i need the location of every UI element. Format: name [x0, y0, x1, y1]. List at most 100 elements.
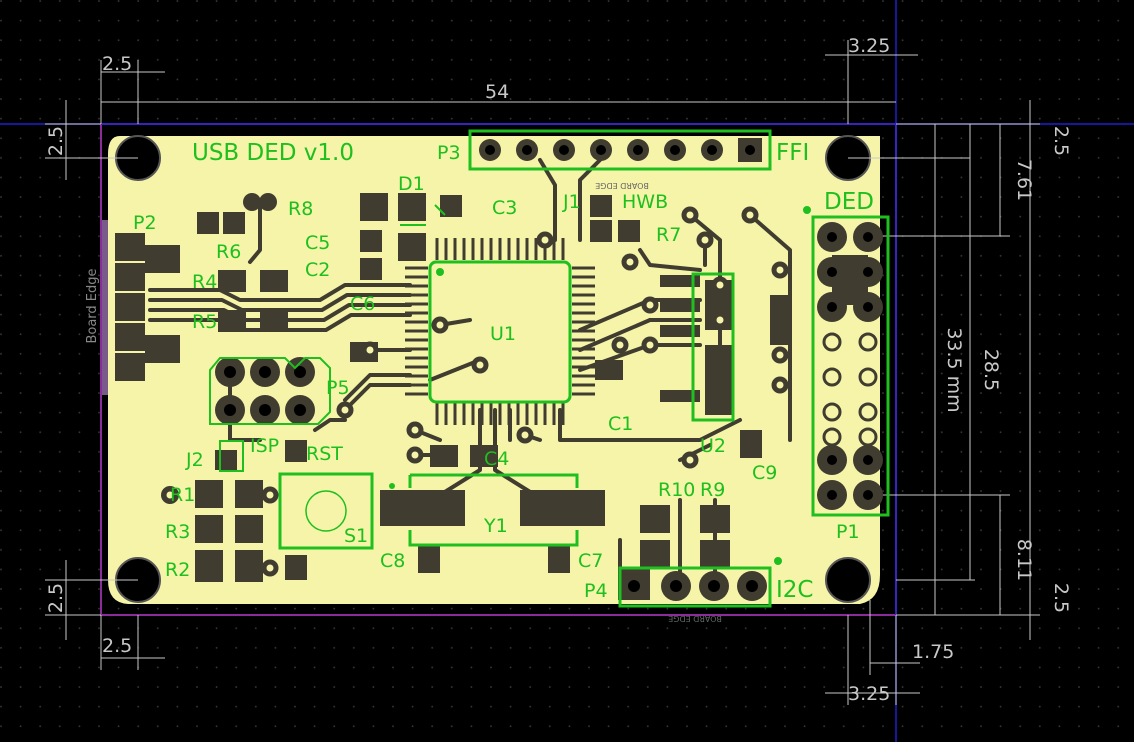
pad-c4-2 — [470, 445, 498, 467]
pad-r10-2 — [640, 540, 670, 568]
label-c1: C1 — [608, 413, 633, 435]
label-r3: R3 — [165, 521, 190, 543]
label-s1: S1 — [344, 525, 368, 547]
board-edge-top-label: BOARD EDGE — [595, 181, 649, 190]
label-p2: P2 — [133, 212, 157, 234]
pad-r6-1 — [197, 212, 219, 234]
silk-u2 — [691, 272, 735, 422]
silk-j2 — [219, 440, 244, 472]
ic-u1-outline — [428, 260, 572, 404]
silk-p3 — [468, 129, 772, 171]
dim-right-bottom-small: 2.5 — [1050, 583, 1072, 613]
pad-j1-1 — [590, 195, 612, 217]
pad-s1 — [285, 555, 307, 580]
pad-d1-2 — [398, 193, 426, 221]
silk-s1-button — [305, 490, 347, 532]
silk-s1 — [278, 472, 374, 550]
pad-p2-4 — [115, 323, 145, 351]
pad-p2-3 — [115, 293, 145, 321]
label-c6: C6 — [350, 293, 375, 315]
pad-r6-2 — [223, 212, 245, 234]
label-p3: P3 — [437, 142, 461, 164]
dim-left-top-offset: 2.5 — [45, 126, 67, 156]
pad-r5-1 — [218, 310, 246, 332]
board-edge-bottom-label: BOARD EDGE — [668, 614, 722, 623]
label-p1: P1 — [836, 521, 860, 543]
board-edge-left-label: Board Edge — [85, 268, 100, 343]
label-i2c: I2C — [776, 577, 813, 603]
pad-u2-l4 — [660, 390, 700, 402]
pad-p2-7 — [145, 335, 180, 363]
dim-right-top-offset: 3.25 — [848, 35, 890, 57]
pad-c5-2 — [398, 233, 426, 261]
pad-u2-right — [770, 295, 792, 345]
label-j2: J2 — [185, 449, 204, 471]
label-r2: R2 — [165, 559, 190, 581]
pad-r1-1 — [195, 480, 223, 508]
label-ffi: FFI — [776, 140, 809, 166]
dim-right-top-small: 2.5 — [1050, 126, 1072, 156]
pad-c5-1 — [360, 230, 382, 252]
silk-isp — [209, 357, 331, 425]
silkscreen-outlines — [209, 129, 890, 608]
pad-rst — [285, 440, 307, 462]
pad-r4-1 — [218, 270, 246, 292]
label-r1: R1 — [170, 484, 195, 506]
label-c4: C4 — [484, 448, 509, 470]
label-c3: C3 — [492, 197, 517, 219]
label-rst: RST — [306, 443, 343, 465]
dim-right-7-61: 7.61 — [1013, 159, 1035, 201]
label-r8: R8 — [288, 198, 313, 220]
silk-p4 — [618, 566, 772, 608]
label-r10: R10 — [658, 479, 695, 501]
pad-c9 — [740, 430, 762, 458]
dim-bottom-left-offset: 2.5 — [102, 635, 132, 657]
ic-u1 — [405, 238, 595, 425]
pad-r3-1 — [195, 515, 223, 543]
pad-p2-2 — [115, 263, 145, 291]
through-hole-pads — [161, 138, 883, 601]
pad-c4-1 — [430, 445, 458, 467]
label-p4: P4 — [584, 580, 608, 602]
label-ded: DED — [824, 189, 874, 215]
pad-r2-1 — [195, 550, 223, 582]
vias — [161, 206, 789, 577]
board-title: USB DED v1.0 — [192, 140, 354, 166]
label-c2: C2 — [305, 259, 330, 281]
pad-u2-center2 — [705, 345, 733, 415]
pad-j1-2 — [590, 220, 612, 242]
smd-pads — [115, 193, 792, 582]
dim-top-left-offset: 2.5 — [102, 53, 132, 75]
board-edge-left-bar — [102, 220, 108, 395]
pad-p2-6 — [145, 245, 180, 273]
pad-r2-2 — [235, 550, 263, 582]
pad-y1-1 — [380, 490, 465, 526]
label-c8: C8 — [380, 550, 405, 572]
label-u2: U2 — [700, 435, 726, 457]
pad-c2-1 — [360, 258, 382, 280]
pad-y1-2 — [520, 490, 605, 526]
label-r5: R5 — [192, 311, 217, 333]
pad-u2-l1 — [660, 275, 700, 287]
label-j1: J1 — [562, 191, 581, 213]
pad-c8 — [418, 545, 440, 573]
pad-u1-right — [595, 360, 623, 380]
pad-r5-2 — [260, 310, 288, 332]
label-r9: R9 — [700, 479, 725, 501]
label-u1: U1 — [490, 323, 516, 345]
label-r6: R6 — [216, 241, 241, 263]
dim-bottom-1-75: 1.75 — [912, 641, 954, 663]
dimension-lines — [45, 40, 1040, 705]
pad-p2-1 — [115, 233, 145, 261]
dim-board-height: 33.5 mm — [943, 327, 965, 412]
pad-r7 — [618, 220, 640, 242]
pad-u2-l2 — [660, 300, 700, 312]
label-d1: D1 — [398, 173, 425, 195]
pad-c7 — [548, 545, 570, 573]
dim-board-width: 54 — [485, 81, 509, 103]
pad-p2-5 — [115, 353, 145, 381]
label-isp: ISP — [250, 435, 279, 457]
label-c7: C7 — [578, 550, 603, 572]
label-r4: R4 — [192, 271, 217, 293]
